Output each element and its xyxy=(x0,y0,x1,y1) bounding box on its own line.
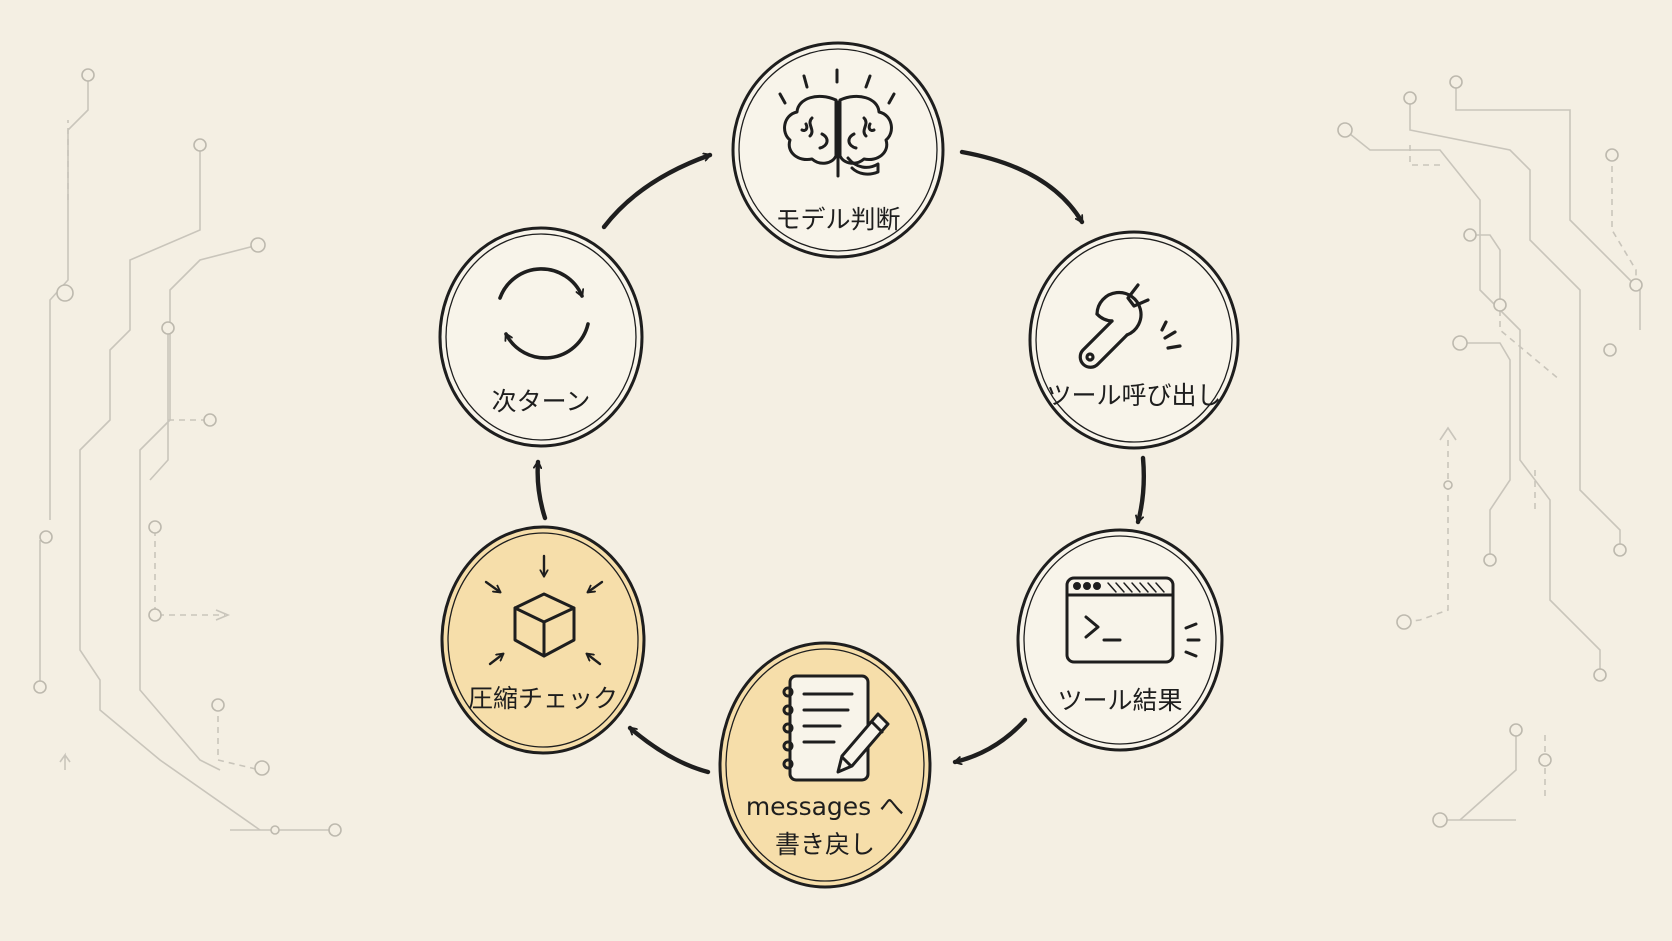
arrow-model-to-tool-call xyxy=(959,149,1085,225)
node-label-write-back-line1: messages へ xyxy=(746,792,904,821)
arrow-tool-call-to-tool-result xyxy=(1138,455,1146,525)
node-label-compress-check: 圧縮チェック xyxy=(468,684,618,713)
arrow-write-back-to-compress xyxy=(627,725,711,775)
terminal-window-icon xyxy=(1065,576,1201,664)
node-next-turn-circle xyxy=(438,226,644,448)
node-label-next-turn: 次ターン xyxy=(492,387,591,416)
arrow-compress-to-next-turn xyxy=(538,459,548,521)
circuit-decoration-right xyxy=(1337,75,1643,828)
notebook-pencil-icon xyxy=(782,674,890,782)
arrow-tool-result-to-write-back xyxy=(952,717,1028,762)
node-label-write-back-line2: 書き戻し xyxy=(775,830,875,859)
node-next-turn: 次ターン xyxy=(438,226,644,448)
node-compress-check: 圧縮チェック xyxy=(440,525,646,755)
compress-cube-icon xyxy=(484,554,604,666)
node-label-tool-call: ツール呼び出し xyxy=(1046,381,1221,410)
node-write-back: messages へ 書き戻し xyxy=(718,641,932,889)
wrench-icon xyxy=(1078,283,1182,369)
node-label-tool-result: ツール結果 xyxy=(1057,686,1182,715)
node-model-decision: モデル判断 xyxy=(731,41,945,259)
arrow-next-turn-to-model xyxy=(601,155,713,230)
node-label-model-decision: モデル判断 xyxy=(775,205,900,234)
flow-arrows xyxy=(538,149,1146,775)
node-tool-call: ツール呼び出し xyxy=(1028,230,1240,450)
circuit-decoration-left xyxy=(33,68,342,837)
node-tool-call-circle xyxy=(1028,230,1240,450)
node-tool-result: ツール結果 xyxy=(1016,528,1224,752)
refresh-cycle-icon xyxy=(498,267,590,360)
brain-icon xyxy=(778,68,896,178)
